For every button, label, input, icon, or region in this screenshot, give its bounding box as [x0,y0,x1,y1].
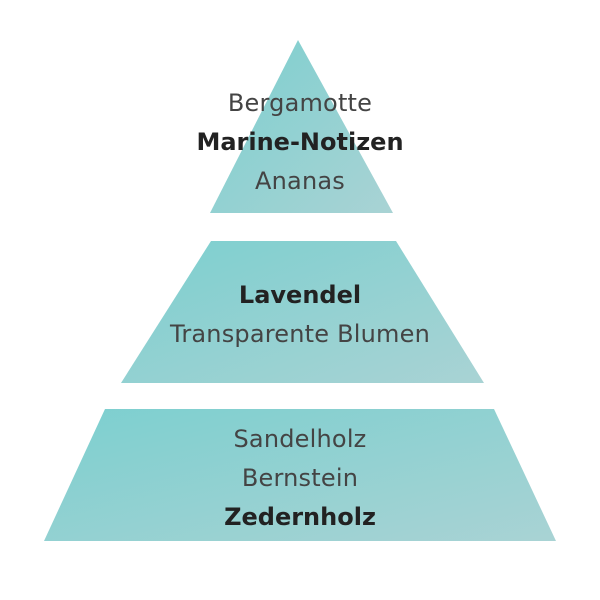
top-notes: Bergamotte Marine-Notizen Ananas [0,84,600,201]
base-note-2: Bernstein [241,464,359,492]
top-note-3: Ananas [255,167,345,195]
top-note-1: Bergamotte [227,89,373,117]
pyramid-tier-middle [121,241,484,383]
heart-note-2: Transparente Blumen [170,320,430,348]
top-note-2: Marine-Notizen [196,128,404,156]
pyramid-tier-bottom [44,409,556,541]
base-note-1: Sandelholz [233,425,367,453]
pyramid-tier-top [210,40,393,213]
heart-note-1: Lavendel [238,281,362,309]
base-notes: Sandelholz Bernstein Zedernholz [0,420,600,537]
heart-notes: Lavendel Transparente Blumen [0,276,600,354]
base-note-3: Zedernholz [224,503,376,531]
